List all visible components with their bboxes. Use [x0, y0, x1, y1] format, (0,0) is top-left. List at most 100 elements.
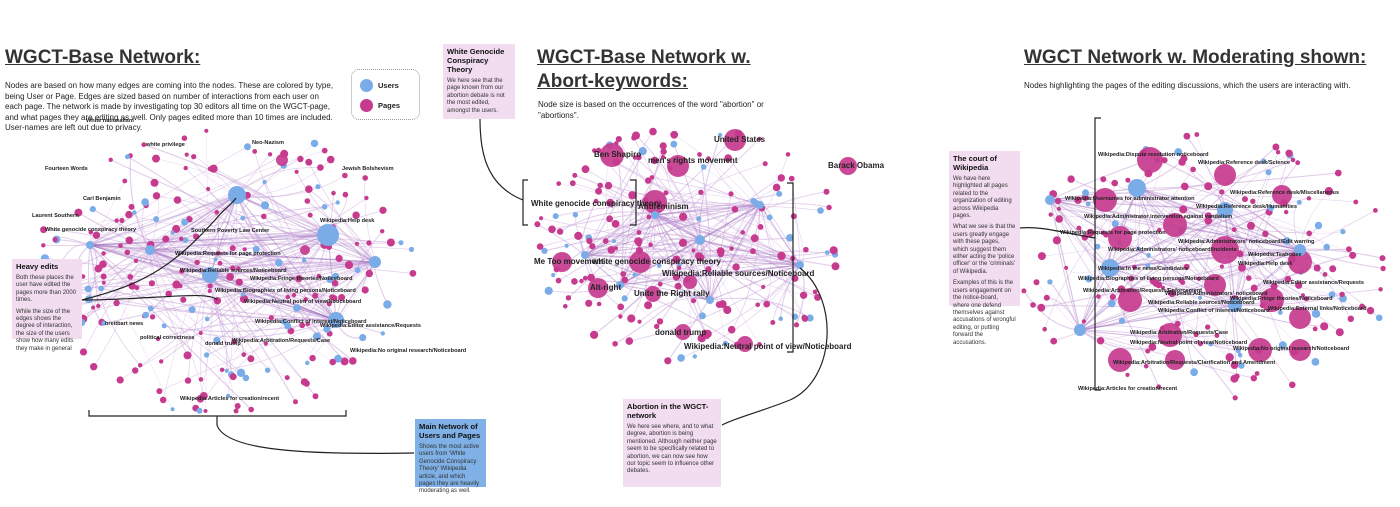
right-page-node-large [1289, 339, 1311, 361]
right-page-node [1196, 276, 1202, 282]
right-node-label: Wikipedia:Biographies of living persons/… [1078, 276, 1219, 282]
left-page-node [331, 190, 336, 196]
right-user-node [1340, 228, 1346, 235]
mid-node-label: White genocide conspiracy theory [531, 199, 662, 208]
mid-page-node [717, 251, 725, 258]
right-page-node [1306, 230, 1312, 237]
left-page-node-large [276, 154, 288, 166]
mid-edge [619, 191, 702, 286]
left-page-node [219, 367, 225, 372]
mid-page-node [706, 156, 711, 161]
mid-page-node [656, 318, 664, 325]
mid-hub-edge [654, 214, 711, 301]
right-edge [1079, 146, 1277, 331]
mid-page-node-large [600, 143, 624, 167]
left-hub-edge [209, 194, 238, 276]
right-node-label: Wikipedia:Reliable sources/Noticeboard [1148, 300, 1255, 306]
mid-edge [709, 200, 754, 301]
mid-page-node [556, 228, 564, 235]
note-court-text-3: Examples of this is the users engagement… [953, 280, 1016, 346]
right-page-node [1359, 303, 1366, 310]
right-page-node [1194, 132, 1200, 137]
mid-page-node [660, 148, 667, 155]
mid-page-node-large [683, 275, 697, 289]
right-node-label: Wikipedia:Help desk [1238, 261, 1293, 267]
right-title: WGCT Network w. Moderating shown: [1024, 47, 1367, 68]
left-edge [205, 194, 238, 412]
right-user-node [1198, 295, 1202, 300]
right-page-node [1254, 371, 1260, 376]
right-user-hub-node [1217, 202, 1233, 218]
mid-page-node [698, 189, 704, 195]
mid-user-node [722, 340, 729, 347]
mid-edge [727, 157, 801, 266]
mid-page-node [574, 231, 583, 240]
right-page-node [1335, 328, 1344, 337]
mid-user-node [817, 207, 824, 214]
mid-edge [619, 254, 836, 286]
left-node-label: Wikipedia:Fringe theories/Noticeboard [250, 276, 353, 282]
left-page-node [179, 236, 184, 241]
left-page-node [303, 297, 309, 302]
right-user-hub-node [1074, 324, 1086, 336]
mid-page-node-large [724, 129, 746, 151]
right-page-node [1205, 324, 1211, 330]
left-edge [364, 177, 376, 263]
note-court: The court of Wikipedia We have here high… [949, 151, 1020, 346]
left-user-node [281, 318, 287, 325]
mid-edge [674, 134, 801, 266]
right-page-node [1334, 169, 1342, 177]
right-hub-edge [1049, 199, 1081, 331]
mid-user-hub-node [651, 211, 659, 219]
mid-page-node [724, 154, 732, 162]
note-court-text-1: We have here highlighted all pages relat… [953, 176, 1012, 220]
right-page-node [1064, 265, 1069, 270]
left-user-node [240, 215, 246, 221]
mid-page-node [548, 225, 556, 234]
right-page-node [1272, 143, 1280, 151]
left-page-node [108, 157, 113, 162]
mid-page-node [596, 301, 602, 307]
note-main-network-title: Main Network of Users and Pages [419, 422, 481, 440]
left-edge [149, 249, 306, 300]
mid-page-node [740, 230, 745, 235]
right-page-node [1238, 263, 1246, 272]
mid-page-node [731, 206, 739, 213]
right-user-node [1265, 169, 1272, 176]
left-node-label: breitbart news [105, 321, 143, 327]
left-page-node [309, 354, 316, 362]
mid-user-node [824, 250, 830, 256]
left-user-node [147, 305, 154, 312]
left-edge [236, 194, 370, 244]
left-user-node [252, 245, 260, 253]
left-page-node [305, 158, 313, 166]
right-user-node [1314, 221, 1323, 230]
left-edge [145, 194, 238, 316]
mid-page-node [592, 148, 597, 153]
mid-hub-edge [654, 214, 801, 266]
mid-node-label: Ben Shapiro [594, 150, 641, 159]
right-page-node [1043, 294, 1050, 301]
left-node-label: Carl Benjamin [83, 196, 121, 202]
left-user-node [125, 154, 130, 160]
mid-edge [633, 137, 711, 301]
mid-edge [699, 191, 827, 241]
left-page-node-large [300, 245, 310, 255]
mid-page-node [691, 248, 696, 253]
left-page-node [344, 260, 354, 270]
left-user-hub-node [369, 256, 381, 268]
left-user-node [141, 198, 150, 207]
right-page-node-large [1108, 348, 1132, 372]
mid-page-node-large [675, 324, 691, 340]
mid-page-node [632, 155, 638, 160]
mid-page-node [757, 342, 762, 347]
left-edge [264, 181, 337, 321]
mid-edge [619, 145, 664, 286]
left-hub-edge [89, 244, 211, 276]
left-page-node [204, 128, 209, 133]
mid-user-node [717, 132, 723, 138]
left-user-node [332, 272, 339, 280]
mid-page-node [777, 251, 786, 261]
left-node-label: Southern Poverty Law Center [191, 228, 270, 234]
legend-users-label: Users [378, 81, 399, 90]
